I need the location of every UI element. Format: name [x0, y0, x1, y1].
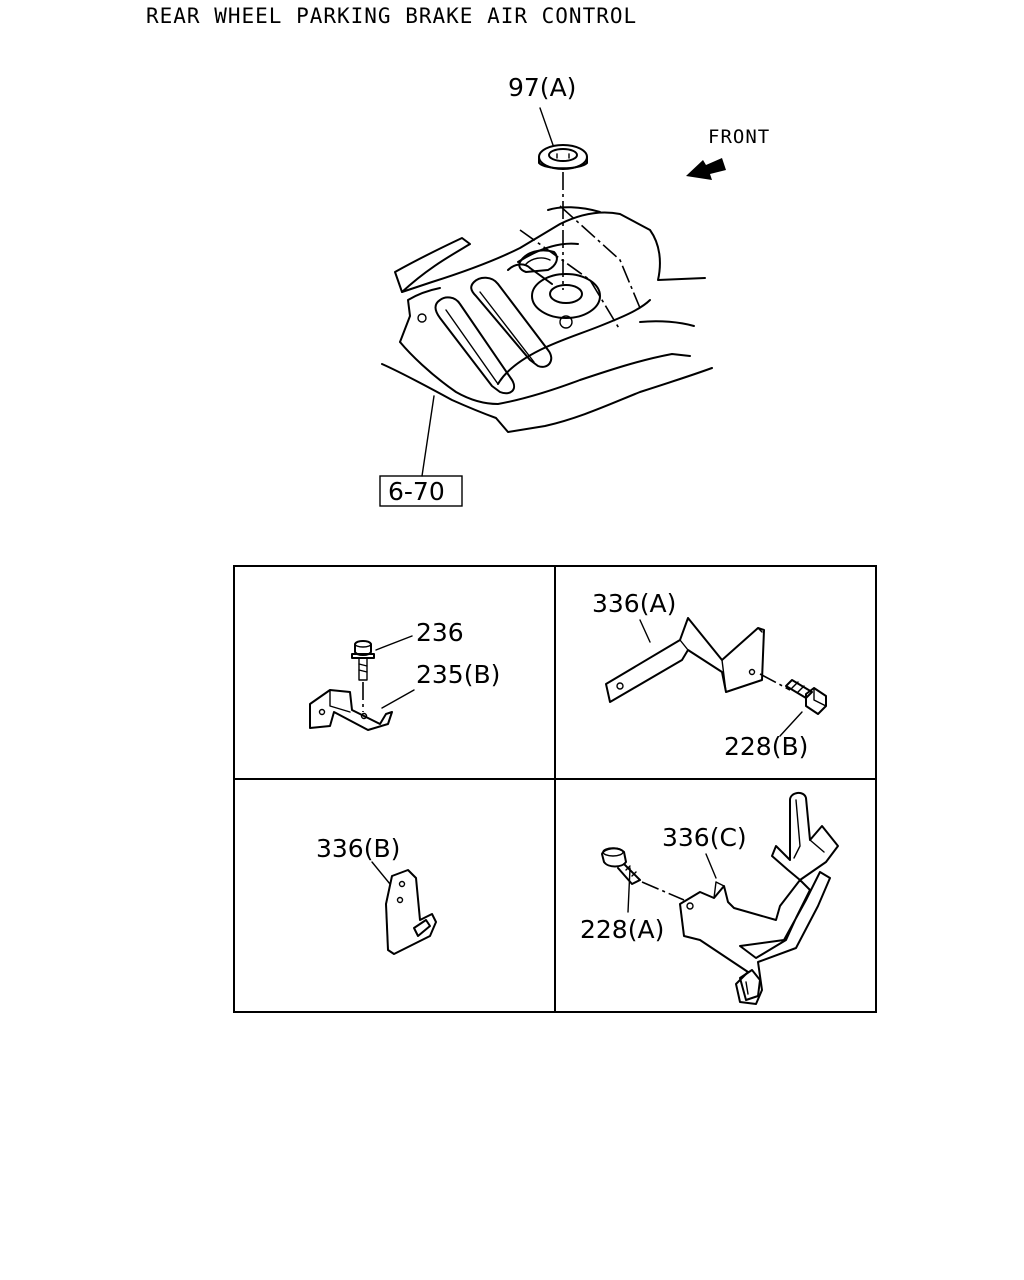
diagram-title: REAR WHEEL PARKING BRAKE AIR CONTROL [146, 4, 638, 28]
callout-336b: 336(B) [316, 834, 400, 863]
leader-line-97a [539, 107, 554, 146]
ref-box [379, 475, 463, 507]
grommet-97a [538, 144, 588, 170]
panel-bottom-left: 336(B) [316, 834, 437, 955]
panel-bottom-right: 228(A) 336(C) [580, 792, 839, 1005]
bracket-336b [385, 869, 437, 955]
bracket-336c [679, 792, 839, 1005]
callout-336a: 336(A) [592, 589, 676, 618]
bracket-235b [309, 689, 393, 731]
callout-336c: 336(C) [662, 823, 747, 852]
callout-235b: 235(B) [416, 660, 500, 689]
callout-236: 236 [416, 618, 464, 647]
detail-grid [233, 565, 877, 1013]
bolt-228a [601, 847, 641, 885]
leader-line-6-70 [421, 395, 435, 477]
bracket-336a [605, 617, 765, 703]
bolt-228b [785, 679, 827, 715]
callout-97a: 97(A) [508, 73, 576, 102]
front-arrow-icon [686, 158, 726, 180]
panel-top-left: 236 235(B) [309, 618, 500, 731]
callout-228a: 228(A) [580, 915, 664, 944]
callout-228b: 228(B) [724, 732, 808, 761]
front-label: FRONT [708, 126, 770, 148]
floor-panel [381, 205, 713, 433]
bolt-236 [351, 640, 375, 681]
panel-top-right: 336(A) 228(B) [592, 589, 827, 761]
ref-box-label: 6-70 [388, 477, 445, 506]
